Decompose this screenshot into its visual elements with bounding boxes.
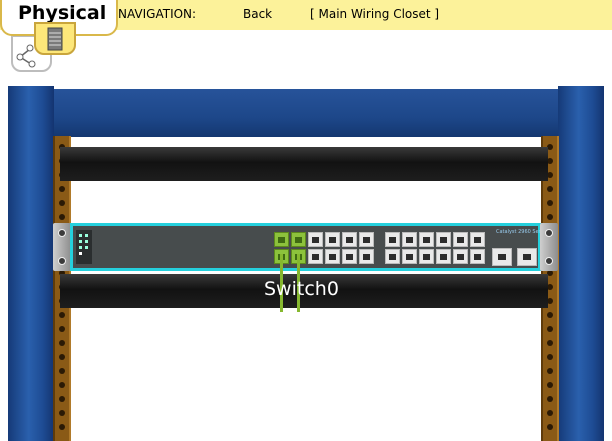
- switch-chassis: Catalyst 2960 Series: [70, 223, 548, 271]
- ethernet-port[interactable]: [402, 232, 417, 247]
- screw-icon: [58, 257, 66, 265]
- ethernet-port[interactable]: [385, 232, 400, 247]
- ethernet-port[interactable]: [419, 232, 434, 247]
- ethernet-port[interactable]: [308, 249, 323, 264]
- rail-hole: [547, 214, 553, 220]
- rail-hole: [547, 172, 553, 178]
- ethernet-port[interactable]: [419, 249, 434, 264]
- rack-top-panel: [10, 89, 602, 137]
- rail-hole: [547, 326, 553, 332]
- rail-hole: [59, 396, 65, 402]
- uplink-port[interactable]: [492, 248, 512, 266]
- rail-hole: [547, 312, 553, 318]
- rail-hole: [547, 298, 553, 304]
- switch-device[interactable]: Catalyst 2960 Series: [53, 223, 558, 271]
- rail-hole: [547, 270, 553, 276]
- equipment-rack: Catalyst 2960 Series Switch0: [0, 86, 612, 441]
- rail-hole: [547, 354, 553, 360]
- screw-icon: [58, 229, 66, 237]
- rail-hole: [547, 340, 553, 346]
- rail-hole: [547, 284, 553, 290]
- ethernet-port[interactable]: [453, 249, 468, 264]
- rail-hole: [59, 382, 65, 388]
- rail-hole: [59, 368, 65, 374]
- rail-hole: [547, 382, 553, 388]
- rail-hole: [547, 158, 553, 164]
- rail-hole: [59, 186, 65, 192]
- ethernet-cable[interactable]: [297, 254, 300, 312]
- network-topology-icon: [16, 44, 36, 68]
- rail-hole: [59, 424, 65, 430]
- rack-ear-left: [53, 223, 71, 271]
- ethernet-port[interactable]: [308, 232, 323, 247]
- rail-hole: [547, 410, 553, 416]
- device-name-label: Switch0: [264, 278, 339, 300]
- ethernet-port[interactable]: [325, 249, 340, 264]
- screw-icon: [545, 229, 553, 237]
- ethernet-port[interactable]: [470, 249, 485, 264]
- rail-hole: [547, 396, 553, 402]
- view-title: Physical: [18, 2, 107, 24]
- ethernet-port[interactable]: [359, 232, 374, 247]
- rail-hole: [547, 368, 553, 374]
- ethernet-port[interactable]: [453, 232, 468, 247]
- rail-hole: [59, 326, 65, 332]
- ethernet-port[interactable]: [385, 249, 400, 264]
- rail-hole: [547, 186, 553, 192]
- ethernet-port[interactable]: [470, 232, 485, 247]
- rack-post-right: [558, 86, 604, 441]
- rail-hole: [59, 410, 65, 416]
- port-block-right: [385, 232, 485, 264]
- ethernet-port[interactable]: [274, 232, 289, 247]
- rack-ear-right: [540, 223, 558, 271]
- ethernet-port[interactable]: [342, 232, 357, 247]
- rack-post-left: [8, 86, 54, 441]
- ethernet-port[interactable]: [342, 249, 357, 264]
- ethernet-port[interactable]: [436, 232, 451, 247]
- switch-faceplate: Catalyst 2960 Series: [73, 226, 548, 268]
- ethernet-cable[interactable]: [280, 254, 283, 312]
- rail-hole: [59, 200, 65, 206]
- rack-icon: [47, 27, 63, 51]
- ethernet-port[interactable]: [291, 232, 306, 247]
- uplink-port[interactable]: [517, 248, 537, 266]
- rail-hole: [59, 270, 65, 276]
- ethernet-port[interactable]: [325, 232, 340, 247]
- physical-view-button[interactable]: [34, 22, 76, 55]
- rail-hole: [547, 200, 553, 206]
- status-led-panel: [76, 230, 92, 264]
- rail-hole: [547, 424, 553, 430]
- navigation-label: NAVIGATION:: [118, 7, 197, 21]
- ethernet-port[interactable]: [436, 249, 451, 264]
- ethernet-port[interactable]: [402, 249, 417, 264]
- empty-rack-slot[interactable]: [60, 274, 548, 308]
- port-block-left: [274, 232, 374, 264]
- empty-rack-slot[interactable]: [60, 147, 548, 181]
- rail-hole: [59, 312, 65, 318]
- location-breadcrumb[interactable]: [ Main Wiring Closet ]: [310, 7, 440, 21]
- rail-hole: [59, 354, 65, 360]
- ethernet-port[interactable]: [359, 249, 374, 264]
- rail-hole: [59, 214, 65, 220]
- rail-hole: [59, 340, 65, 346]
- back-button[interactable]: Back: [243, 7, 273, 21]
- rail-hole: [547, 144, 553, 150]
- switch-model-label: Catalyst 2960 Series: [496, 229, 548, 235]
- screw-icon: [545, 257, 553, 265]
